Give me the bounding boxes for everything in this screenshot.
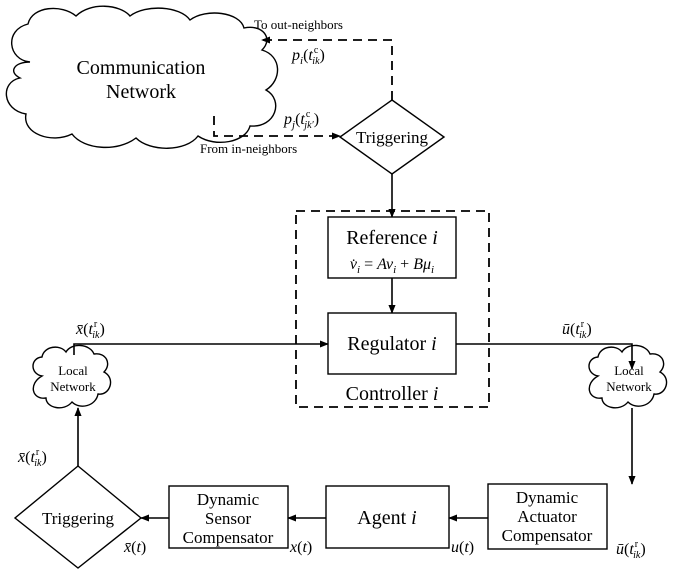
local-network-left: Local Network bbox=[32, 344, 112, 409]
actuator-compensator-line2: Actuator bbox=[517, 507, 577, 526]
agent-block: Agent i bbox=[325, 485, 450, 549]
regulator-block: Regulator i bbox=[327, 312, 457, 375]
signal-xbar: x̄(t) bbox=[123, 539, 146, 556]
signal-x: x(t) bbox=[289, 539, 312, 556]
regulator-to-right-network-arrow bbox=[456, 343, 636, 370]
communication-network-cloud: Communication Network bbox=[5, 5, 279, 149]
local-network-right: Local Network bbox=[588, 344, 668, 409]
signal-u: u(t) bbox=[451, 539, 474, 556]
reference-label: Reference i bbox=[346, 227, 438, 249]
sensor-compensator-line3: Compensator bbox=[183, 528, 274, 547]
reference-equation: v̇i = Avi + Bμi bbox=[350, 256, 434, 276]
to-out-neighbors-path bbox=[261, 36, 393, 100]
triggering-top-label: Triggering bbox=[356, 128, 429, 147]
agent-label: Agent i bbox=[357, 507, 416, 529]
sensor-compensator-block: Dynamic Sensor Compensator bbox=[168, 485, 289, 549]
triggering-bottom-label: Triggering bbox=[42, 509, 115, 528]
sensor-compensator-line2: Sensor bbox=[205, 509, 252, 528]
regulator-label: Regulator i bbox=[347, 333, 436, 355]
actuator-compensator-block: Dynamic Actuator Compensator bbox=[487, 483, 608, 550]
triggering-bottom: Triggering bbox=[13, 465, 143, 569]
local-network-left-line1: Local bbox=[58, 363, 88, 378]
controller-label: Controller i bbox=[346, 383, 439, 405]
from-in-neighbors-label: From in-neighbors bbox=[200, 141, 297, 156]
network-links bbox=[213, 36, 393, 140]
reference-block: Reference i v̇i = Avi + Bμi bbox=[327, 216, 457, 279]
actuator-compensator-line1: Dynamic bbox=[516, 488, 579, 507]
local-network-right-line2: Network bbox=[606, 379, 652, 394]
controller-container bbox=[295, 210, 490, 408]
communication-network-label-line2: Network bbox=[106, 81, 176, 103]
local-network-right-line1: Local bbox=[614, 363, 644, 378]
to-out-neighbors-label: To out-neighbors bbox=[254, 17, 343, 32]
from-in-neighbors-path bbox=[213, 116, 341, 140]
actuator-compensator-line3: Compensator bbox=[502, 526, 593, 545]
sensor-compensator-line1: Dynamic bbox=[197, 490, 260, 509]
local-network-left-line2: Network bbox=[50, 379, 96, 394]
triggering-top: Triggering bbox=[338, 99, 446, 175]
left-network-to-regulator-arrow bbox=[73, 340, 329, 355]
communication-network-label-line1: Communication bbox=[77, 57, 206, 79]
